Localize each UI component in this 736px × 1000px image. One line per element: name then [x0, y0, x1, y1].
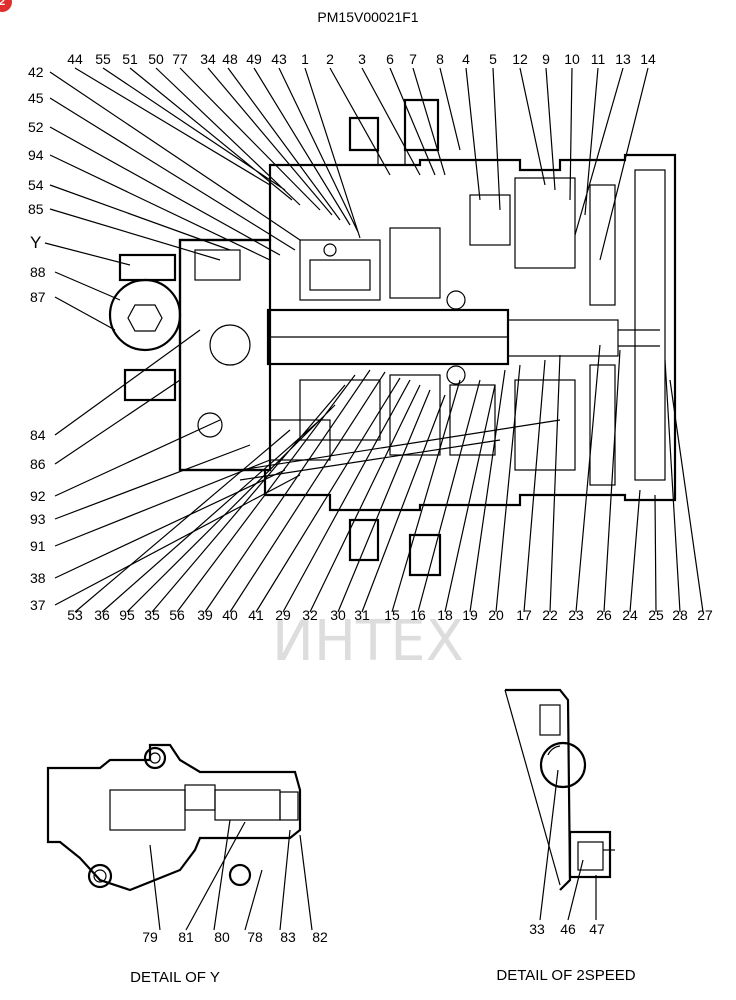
top-callouts: 44 55 51 50 77 34 48 49 43 1 2 3 6 7 8 4… — [67, 51, 656, 67]
detail-2speed-caption: DETAIL OF 2SPEED — [496, 967, 635, 984]
callout-label: 94 — [28, 147, 44, 163]
callout-label: 7 — [409, 51, 417, 67]
callout-label: 5 — [489, 51, 497, 67]
callout-label: 86 — [30, 456, 46, 472]
watermark: ИНТЕХ — [272, 609, 464, 674]
callout-label: 79 — [142, 929, 158, 945]
callout-label: 38 — [30, 570, 46, 586]
callout-label: 54 — [28, 177, 44, 193]
callout-label: 28 — [672, 607, 688, 623]
detail-y-caption: DETAIL OF Y — [130, 969, 220, 986]
detail-y-callouts: 79 81 80 78 83 82 — [142, 929, 328, 945]
callout-label: 39 — [197, 607, 213, 623]
callout-label: 24 — [622, 607, 638, 623]
callout-label: 23 — [568, 607, 584, 623]
callout-label: 41 — [248, 607, 264, 623]
callout-label: 95 — [119, 607, 135, 623]
callout-label: 35 — [144, 607, 160, 623]
callout-label: 52 — [28, 119, 44, 135]
callout-label: 83 — [280, 929, 296, 945]
callout-label: 46 — [560, 921, 576, 937]
callout-label: 11 — [591, 51, 606, 67]
callout-label: 53 — [67, 607, 83, 623]
callout-label: 77 — [172, 51, 188, 67]
callout-label: 56 — [169, 607, 185, 623]
callout-label: 49 — [246, 51, 262, 67]
detail-2speed-view — [504, 688, 615, 921]
callout-label: 8 — [436, 51, 444, 67]
callout-label: 87 — [30, 289, 46, 305]
callout-label: 81 — [178, 929, 194, 945]
callout-label: 48 — [222, 51, 238, 67]
callout-label: 37 — [30, 597, 46, 613]
callout-label: 34 — [200, 51, 216, 67]
callout-label: 78 — [247, 929, 263, 945]
callout-label: 84 — [30, 427, 46, 443]
callout-label: 40 — [222, 607, 238, 623]
callout-label: 93 — [30, 511, 46, 527]
callout-label: 50 — [148, 51, 164, 67]
callout-label: 82 — [312, 929, 328, 945]
callout-label: 12 — [512, 51, 528, 67]
callout-label: Y — [30, 233, 41, 252]
callout-label: 14 — [640, 51, 656, 67]
callout-label: 33 — [529, 921, 545, 937]
callout-label: 9 — [542, 51, 550, 67]
callout-label: 80 — [214, 929, 230, 945]
callout-label: 31 — [354, 607, 370, 623]
callout-label: 30 — [330, 607, 346, 623]
callout-label: 92 — [30, 488, 46, 504]
page-badge: 2 — [0, 0, 12, 12]
callout-label: 15 — [384, 607, 400, 623]
callout-label: 17 — [516, 607, 532, 623]
drawing-code: PM15V00021F1 — [317, 9, 418, 25]
callout-label: 6 — [386, 51, 394, 67]
main-section-view — [108, 98, 677, 577]
callout-label: 43 — [271, 51, 287, 67]
callout-label: 22 — [542, 607, 558, 623]
bottom-callouts: 53 36 95 35 56 39 40 41 29 32 30 31 15 1… — [67, 607, 713, 623]
callout-label: 26 — [596, 607, 612, 623]
callout-label: 18 — [437, 607, 453, 623]
callout-label: 36 — [94, 607, 110, 623]
callout-label: 85 — [28, 201, 44, 217]
detail-y-view — [46, 743, 313, 931]
callout-label: 45 — [28, 90, 44, 106]
callout-label: 44 — [67, 51, 83, 67]
callout-label: 91 — [30, 538, 46, 554]
callout-label: 55 — [95, 51, 111, 67]
callout-label: 29 — [275, 607, 291, 623]
callout-label: 2 — [326, 51, 334, 67]
callout-label: 10 — [564, 51, 580, 67]
callout-label: 42 — [28, 64, 44, 80]
callout-label: 19 — [462, 607, 478, 623]
leader-lines — [44, 67, 704, 613]
callout-label: 32 — [302, 607, 318, 623]
detail-2speed-callouts: 33 46 47 — [529, 921, 605, 937]
callout-label: 47 — [589, 921, 605, 937]
callout-label: 20 — [488, 607, 504, 623]
callout-label: 88 — [30, 264, 46, 280]
callout-label: 1 — [301, 51, 309, 67]
callout-label: 25 — [648, 607, 664, 623]
callout-label: 51 — [122, 51, 138, 67]
left-callouts: 42 45 52 94 54 85 Y 88 87 84 86 92 93 91… — [28, 64, 46, 613]
callout-label: 4 — [462, 51, 470, 67]
callout-label: 3 — [358, 51, 366, 67]
callout-label: 16 — [410, 607, 426, 623]
callout-label: 13 — [615, 51, 631, 67]
callout-label: 27 — [697, 607, 713, 623]
